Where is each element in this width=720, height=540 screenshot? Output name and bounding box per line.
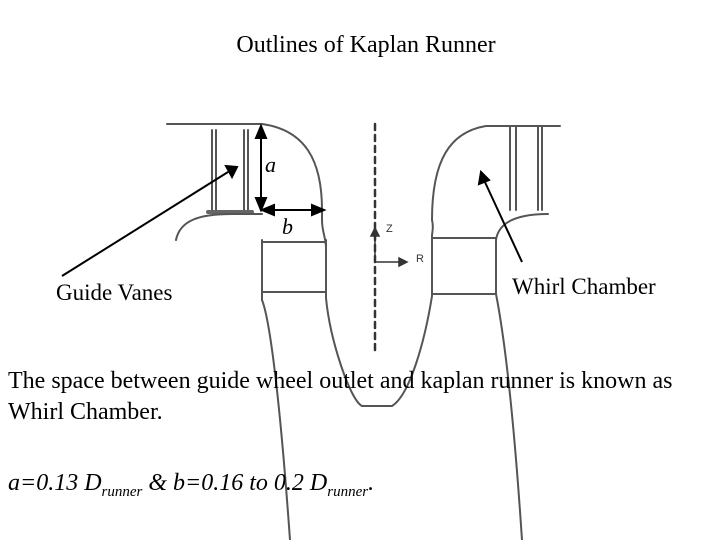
formula-text: a=0.13 Drunner & b=0.16 to 0.2 Drunner. bbox=[8, 470, 375, 500]
axis-z-label: Z bbox=[386, 223, 393, 235]
guide-vanes-leader bbox=[61, 171, 229, 277]
guide-vanes-label: Guide Vanes bbox=[56, 280, 173, 305]
whirl-chamber-leader bbox=[483, 179, 523, 263]
description-text: The space between guide wheel outlet and… bbox=[8, 368, 673, 425]
right-casing bbox=[431, 125, 561, 221]
right-guide-vane bbox=[509, 125, 543, 211]
left-guide-vane bbox=[211, 129, 249, 213]
diagram-title: Outlines of Kaplan Runner bbox=[236, 32, 496, 58]
left-casing bbox=[261, 123, 323, 221]
axis-r-label: R bbox=[416, 253, 424, 265]
whirl-chamber-label: Whirl Chamber bbox=[512, 274, 656, 299]
dim-b-label: b bbox=[282, 214, 293, 239]
dim-a-label: a bbox=[265, 152, 276, 177]
